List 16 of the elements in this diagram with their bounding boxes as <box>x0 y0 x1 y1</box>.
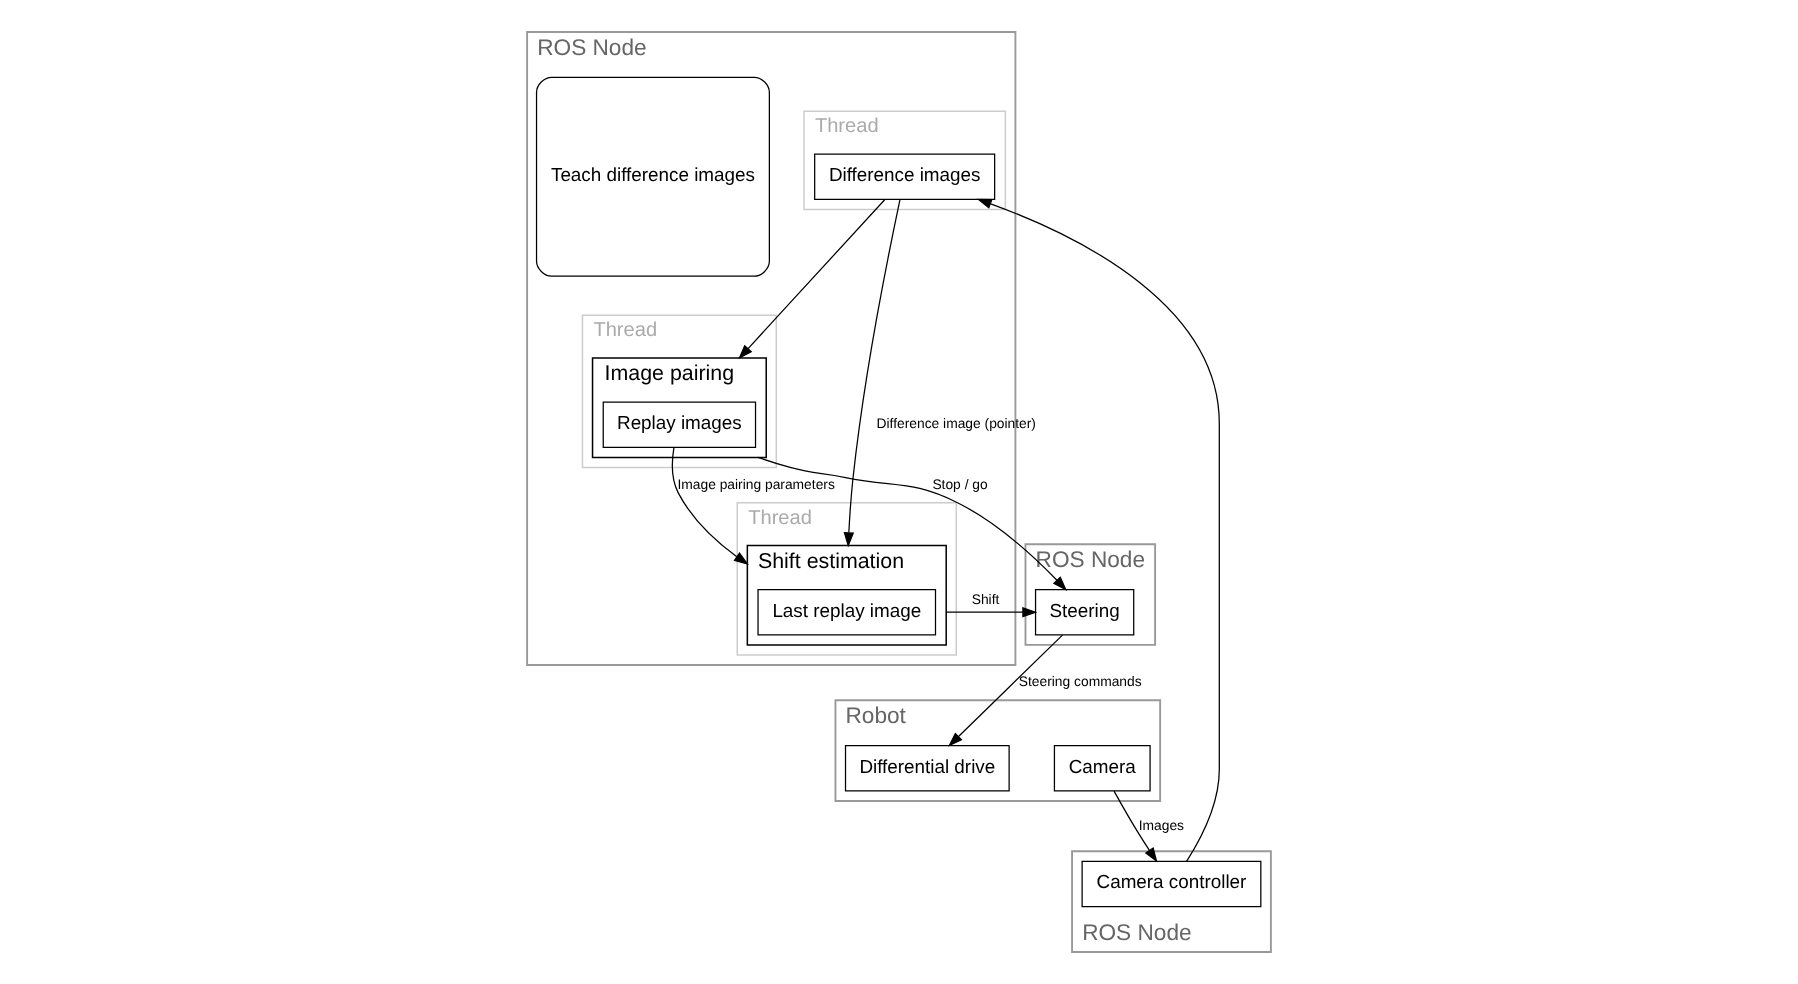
node-box: Steering <box>1034 588 1135 636</box>
arrow <box>671 446 749 566</box>
arrow <box>948 634 1064 747</box>
arrow <box>738 199 886 360</box>
node-box: Teach difference images <box>535 76 770 277</box>
node-box: Replay images <box>602 401 757 448</box>
node-box: Camera controller <box>1081 860 1262 908</box>
arrow <box>843 199 901 548</box>
arrow <box>1113 790 1158 863</box>
node-box: Camera <box>1053 744 1151 792</box>
node-box: Last replay image <box>757 588 937 636</box>
arrow <box>757 456 1068 591</box>
arrow <box>976 198 1220 862</box>
arrow <box>945 606 1038 618</box>
node-box: Differential drive <box>844 744 1010 792</box>
node-box: Difference images <box>814 153 996 200</box>
